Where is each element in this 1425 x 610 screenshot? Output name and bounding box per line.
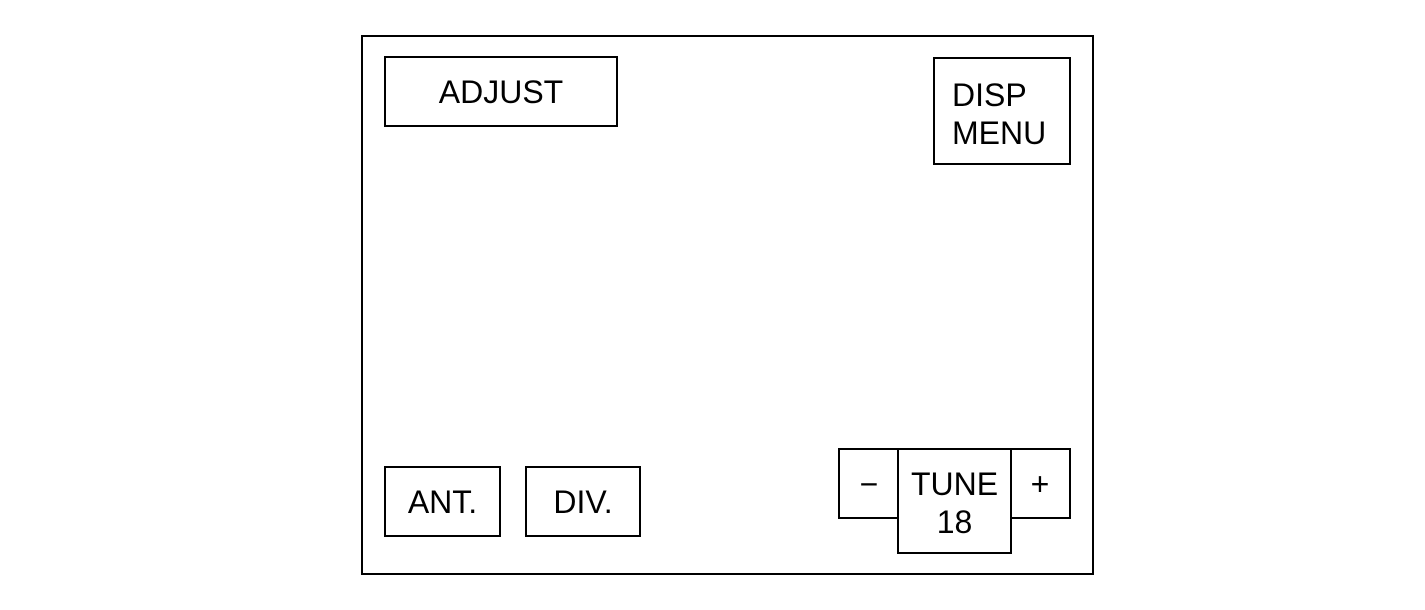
diversity-label: DIV. [553, 483, 613, 520]
tune-label: TUNE [910, 466, 999, 502]
antenna-label: ANT. [407, 483, 478, 520]
disp-menu-label-line1: DISP [952, 77, 1027, 113]
adjust-button[interactable]: ADJUST [384, 56, 618, 127]
tune-down-button[interactable]: − [838, 448, 900, 519]
disp-menu-label-line2: MENU [952, 115, 1047, 151]
minus-icon: − [859, 465, 879, 502]
plus-icon: + [1030, 465, 1050, 502]
tune-display: TUNE 18 [897, 448, 1012, 554]
display-screen: ADJUST DISP MENU ANT. DIV. − + TUNE 18 [361, 35, 1094, 575]
tune-up-button[interactable]: + [1009, 448, 1071, 519]
tune-value: 18 [936, 504, 973, 540]
disp-menu-button[interactable]: DISP MENU [933, 57, 1071, 165]
antenna-button[interactable]: ANT. [384, 466, 501, 537]
diversity-button[interactable]: DIV. [525, 466, 641, 537]
adjust-label: ADJUST [438, 73, 564, 110]
